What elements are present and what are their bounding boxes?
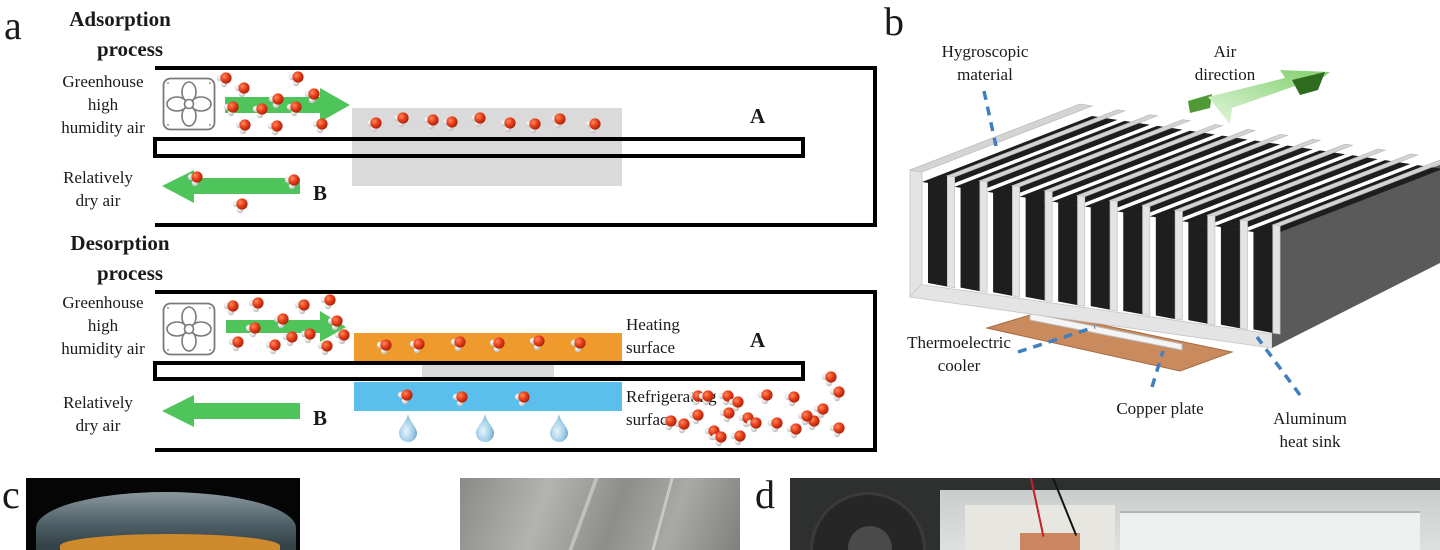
- adsorption-channel-b-label: B: [313, 181, 328, 205]
- air-direction-arrow-icon: [1188, 70, 1330, 124]
- thermoelectric-cooler-label: Thermoelectric cooler: [894, 331, 1024, 377]
- adsorption-title: Adsorption process: [50, 4, 190, 64]
- fin-front-face: [946, 175, 955, 289]
- heating-surface-label: Heating surface: [626, 313, 680, 359]
- panel-letter-a: a: [4, 3, 22, 48]
- hygroscopic-sample-photo: [26, 478, 300, 550]
- divider-gray-gap: [422, 365, 554, 377]
- hygroscopic-channel-front: [1025, 196, 1046, 301]
- heating-label-line: Heating: [626, 315, 680, 334]
- desorption-title-line2: process: [96, 261, 164, 285]
- aluminum-leader-line: [1255, 335, 1302, 397]
- fin-front-face: [1207, 214, 1216, 326]
- adsorption-inlet-label: Greenhouse high humidity air: [48, 70, 158, 139]
- inlet-label-line: high: [87, 316, 119, 335]
- adsorption-duct: [153, 66, 877, 227]
- desorption-title-line1: Desorption: [70, 231, 170, 255]
- fin-front-face: [1272, 224, 1281, 335]
- label-line: Thermoelectric: [907, 333, 1011, 352]
- fin-front-face: [1044, 190, 1053, 303]
- desorption-channel-a-label: A: [750, 328, 766, 352]
- copper-leader-line: [1150, 350, 1165, 388]
- desorption-channel-b-label: B: [313, 406, 328, 430]
- refrigerating-label-line: surface: [626, 410, 676, 429]
- adsorption-title-line1: Adsorption: [69, 7, 171, 31]
- hygroscopic-channel-front: [1058, 201, 1078, 306]
- panel-letter-c: c: [2, 472, 20, 517]
- hygroscopic-channel-front: [1090, 206, 1111, 310]
- duct-outline: [155, 290, 877, 452]
- hygroscopic-channel-front: [928, 182, 948, 287]
- fin-front-face: [1142, 204, 1151, 316]
- panel-letter-b: b: [884, 0, 904, 44]
- heating-label-line: surface: [626, 338, 676, 357]
- label-line: Air: [1213, 42, 1237, 61]
- copper-plate: [1020, 533, 1080, 550]
- adsorption-outlet-label: Relatively dry air: [48, 166, 148, 212]
- outlet-label-line: dry air: [75, 191, 121, 210]
- thermoelectric-cooler: [1029, 312, 1183, 351]
- label-line: direction: [1194, 65, 1256, 84]
- inlet-label-line: humidity air: [61, 118, 145, 137]
- prototype-device-photo: [790, 478, 1440, 550]
- fin-front-face: [1239, 219, 1248, 330]
- fin-front-face: [1077, 195, 1086, 307]
- copper-plate-label: Copper plate: [1116, 399, 1204, 418]
- inlet-label-line: Greenhouse: [62, 293, 144, 312]
- outlet-label-line: Relatively: [63, 393, 133, 412]
- surface-closeup-photo: [460, 478, 740, 550]
- duct-outline: [155, 66, 877, 227]
- acrylic-panel: [1120, 511, 1420, 550]
- hygroscopic-channel-front: [1155, 216, 1176, 320]
- hygroscopic-material-label: Hygroscopic material: [930, 40, 1040, 86]
- desorption-outlet-label: Relatively dry air: [48, 391, 148, 437]
- outlet-label-line: dry air: [75, 416, 121, 435]
- adsorption-title-line2: process: [96, 37, 164, 61]
- air-direction-label: Air direction: [1160, 40, 1290, 86]
- fin-front-face: [1012, 185, 1021, 298]
- label-line: material: [957, 65, 1013, 84]
- hygroscopic-channel-front: [1123, 211, 1143, 315]
- label-line: heat sink: [1279, 432, 1341, 451]
- inlet-label-line: Greenhouse: [62, 72, 144, 91]
- label-line: Hygroscopic: [941, 42, 1029, 61]
- hygroscopic-channel-front: [1220, 226, 1241, 329]
- streak: [565, 478, 599, 550]
- hygroscopic-channel-front: [1188, 221, 1208, 324]
- right-arrow-icon: [225, 88, 350, 122]
- hygroscopic-channel-front: [993, 191, 1013, 296]
- label-line: Aluminum: [1273, 409, 1347, 428]
- fin-top-edge: [908, 103, 1094, 173]
- duct-divider: [153, 361, 805, 381]
- hygroscopic-channel-front: [960, 186, 980, 292]
- aluminum-heat-sink-label: Aluminum heat sink: [1250, 407, 1370, 453]
- copper-plate: [985, 311, 1234, 372]
- streak: [649, 478, 674, 550]
- adsorption-channel-a-label: A: [750, 104, 766, 128]
- right-arrow-icon: [226, 311, 346, 342]
- left-arrow-icon: [162, 395, 300, 427]
- outlet-label-line: Relatively: [63, 168, 133, 187]
- divider-gray-gap: [420, 141, 552, 154]
- tec-leader-line: [1017, 325, 1096, 354]
- panel-letter-d: d: [755, 472, 775, 517]
- aluminum-heat-sink: [908, 103, 1440, 349]
- fin-front-face: [1174, 209, 1183, 321]
- fin-front-face: [909, 169, 923, 299]
- duct-divider: [153, 137, 805, 158]
- fin-front-face: [1109, 199, 1118, 312]
- sink-side-face: [1272, 164, 1440, 348]
- hygroscopic-channel-front: [1253, 231, 1273, 333]
- desorption-inlet-label: Greenhouse high humidity air: [48, 291, 158, 360]
- label-line: cooler: [937, 356, 981, 375]
- fin-front-face: [979, 180, 988, 293]
- desorption-title: Desorption process: [50, 228, 190, 288]
- inlet-label-line: high: [87, 95, 119, 114]
- orange-sample: [60, 534, 280, 550]
- inlet-label-line: humidity air: [61, 339, 145, 358]
